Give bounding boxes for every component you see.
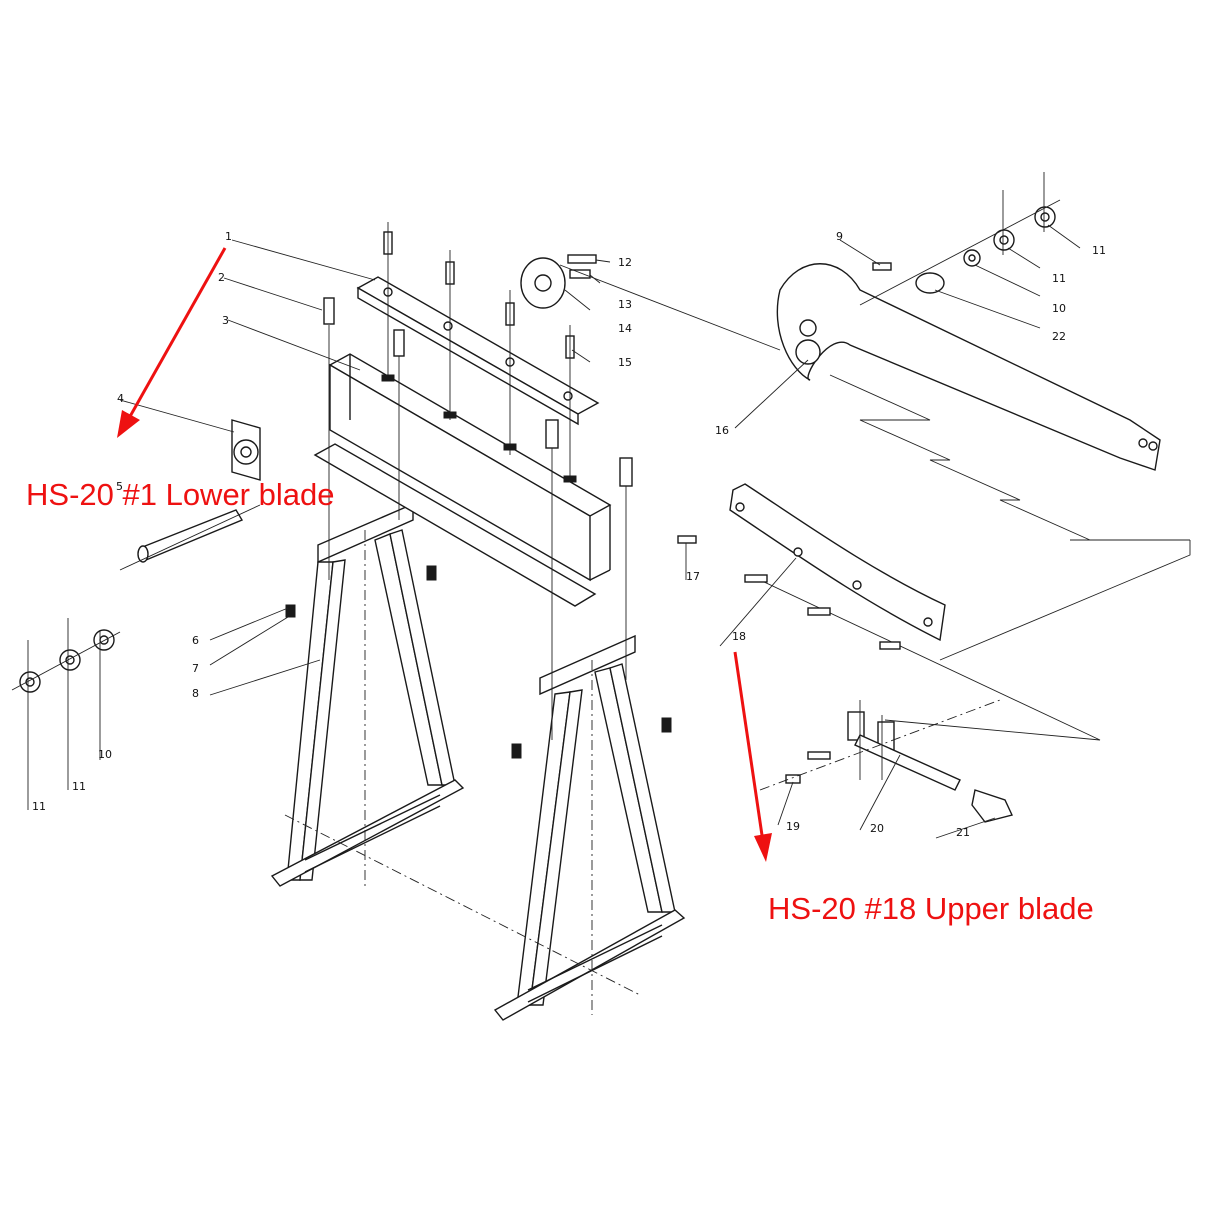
part-label-21: 21 <box>956 826 970 839</box>
part-label-11d: 11 <box>1092 244 1106 257</box>
connector-line <box>559 264 781 351</box>
part-label-10a: 10 <box>98 748 112 761</box>
stand-centerline <box>284 814 641 996</box>
part-label-13: 13 <box>618 298 632 311</box>
part-label-15: 15 <box>618 356 632 369</box>
lower-blade-arrowhead <box>117 410 140 438</box>
part-label-8: 8 <box>192 687 199 700</box>
part-label-6: 6 <box>192 634 199 647</box>
part-label-16: 16 <box>715 424 729 437</box>
part-label-9: 9 <box>836 230 843 243</box>
right-stand <box>493 634 686 1021</box>
part-label-10b: 10 <box>1052 302 1066 315</box>
part-label-22: 22 <box>1052 330 1066 343</box>
part-label-19: 19 <box>786 820 800 833</box>
left-shaft <box>119 504 261 571</box>
lower-blade-label: HS-20 #1 Lower blade <box>26 477 334 512</box>
upper-blade-label: HS-20 #18 Upper blade <box>768 891 1094 926</box>
left-stand <box>270 502 465 887</box>
upper-blade-arm <box>776 263 1161 471</box>
upper-blade-callout: HS-20 #18 Upper blade <box>733 651 1094 926</box>
part-label-4: 4 <box>117 392 124 405</box>
part-label-12: 12 <box>618 256 632 269</box>
upper-blade-arrow <box>733 651 765 843</box>
bearing-block <box>231 419 261 481</box>
part-label-7: 7 <box>192 662 199 675</box>
upper-blade-bolts <box>677 535 901 650</box>
part-label-11a: 11 <box>32 800 46 813</box>
part-label-11c: 11 <box>1052 272 1066 285</box>
part-label-20: 20 <box>870 822 884 835</box>
part-label-14: 14 <box>618 322 632 335</box>
part-label-11b: 11 <box>72 780 86 793</box>
lower-blade-arrow <box>126 247 227 421</box>
part-number-labels: 1 2 3 4 5 6 7 8 9 10 10 11 11 11 11 12 1… <box>32 230 1106 839</box>
part-label-18: 18 <box>732 630 746 643</box>
part-label-1: 1 <box>225 230 232 243</box>
part-label-5: 5 <box>116 480 123 493</box>
hub-disc <box>520 254 597 309</box>
upper-blade-frame <box>759 374 1191 741</box>
pivot-assembly <box>759 699 1013 823</box>
right-fasteners <box>859 172 1061 306</box>
part-label-2: 2 <box>218 271 225 284</box>
upper-blade-bar <box>729 483 946 642</box>
nuts <box>285 374 672 759</box>
bolt-centerlines <box>328 222 627 740</box>
lower-blade-callout: HS-20 #1 Lower blade <box>26 247 334 512</box>
part-label-3: 3 <box>222 314 229 327</box>
channel-beam <box>313 353 612 607</box>
part-label-17: 17 <box>686 570 700 583</box>
upper-blade-arrowhead <box>754 833 772 862</box>
left-fasteners <box>11 618 121 810</box>
leader-lines <box>119 224 1081 839</box>
